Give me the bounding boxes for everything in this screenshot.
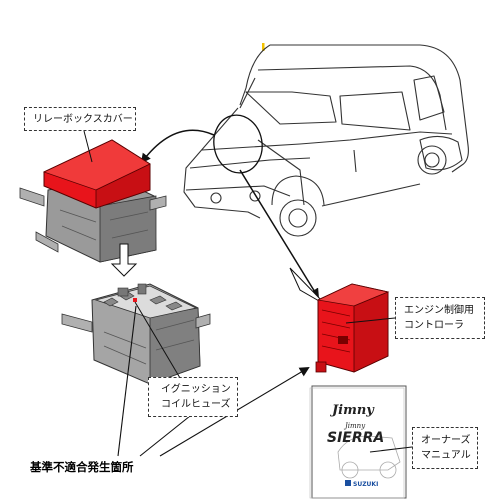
engine-controller-red: [315, 283, 390, 373]
engine-controller-leader: [345, 317, 396, 324]
arrow-head-outline: [289, 267, 327, 306]
relay-cover-leader: [83, 130, 93, 163]
ignition-coil-fuse-callout: イグニッション コイルヒューズ: [148, 377, 238, 417]
relay-cover-callout: リレーボックスカバー: [24, 107, 136, 131]
engine-controller-callout: エンジン制御用 コントローラ: [395, 297, 485, 339]
coil-fuse-leader: [134, 301, 181, 379]
vehicle-illustration: [183, 44, 469, 237]
arrow-open-cover: [110, 243, 138, 277]
arrow-to-relay-box: [140, 129, 215, 164]
manual-brand-text: Jimny: [329, 403, 375, 418]
location-ellipse: [213, 114, 263, 174]
ignition-coil-fuse-label-line2: コイルヒューズ: [161, 399, 231, 410]
engine-controller-label-line1: エンジン制御用: [404, 305, 474, 316]
relay-box-open: [61, 283, 211, 385]
owners-manual-label-line1: オーナーズ: [421, 435, 471, 446]
defect-arrow-to-relay-cover: [139, 415, 191, 457]
manual-model-prefix-text: Jimny: [343, 422, 366, 430]
yellow-mark: [262, 43, 265, 51]
defect-arrow-to-coil: [117, 305, 137, 457]
engine-controller-label-line2: コントローラ: [404, 320, 464, 331]
relay-cover-label: リレーボックスカバー: [33, 114, 133, 125]
manual-maker-text: SUZUKI: [353, 481, 378, 488]
arrow-to-engine-controller: [239, 169, 320, 299]
owners-manual: Jimny Jimny SIERRA SUZUKI: [309, 385, 407, 499]
manual-leader: [369, 446, 413, 453]
owners-manual-label-line2: マニュアル: [421, 450, 471, 461]
owners-manual-callout: オーナーズ マニュアル: [412, 427, 478, 469]
manual-model-text: SIERRA: [327, 430, 384, 446]
defect-location-label: 基準不適合発生箇所: [30, 460, 134, 474]
ignition-coil-fuse-label-line1: イグニッション: [161, 384, 231, 395]
ignition-coil-fuse-red: [133, 298, 137, 302]
